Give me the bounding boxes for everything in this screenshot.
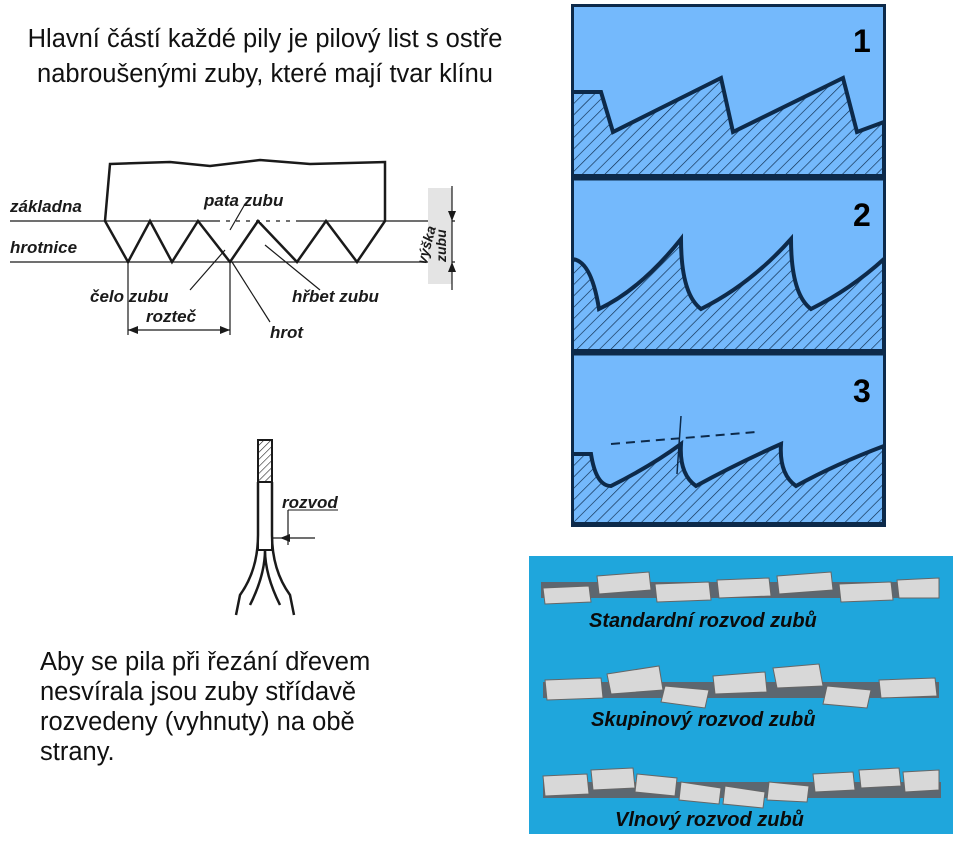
standard-set-strip [541,571,940,605]
profile-number-1: 1 [853,23,871,59]
caption-standard: Standardní rozvod zubů [589,610,817,632]
label-zubu: zubu [433,229,449,263]
description-text: Aby se pila při řezání dřevem nesvírala … [40,648,371,766]
profile-number-3: 3 [853,373,871,409]
tooth-set-diagram: rozvod [234,439,338,616]
label-rozvod: rozvod [282,493,338,512]
label-pata-zubu: pata zubu [203,191,284,210]
caption-wave: Vlnový rozvod zubů [615,809,804,831]
label-roztec: rozteč [146,307,197,326]
tooth-profiles-panel: 1 2 3 [571,4,886,527]
caption-group: Skupinový rozvod zubů [591,709,815,731]
wave-set-strip [542,767,941,809]
label-hrot: hrot [270,323,304,342]
page-title: Hlavní částí každé pily je pilový list s… [27,25,503,88]
label-hrotnice: hrotnice [10,238,77,257]
label-zakladna: základna [9,197,82,216]
tooth-set-types-panel: Standardní rozvod zubů Skupinový rozvod … [529,556,953,834]
group-set-strip [543,663,939,709]
profile-number-2: 2 [853,197,871,233]
label-celo-zubu: čelo zubu [90,287,169,306]
tooth-anatomy-diagram: základna pata zubu hrotnice čelo zubu hř… [9,158,456,342]
label-hrbet-zubu: hřbet zubu [292,287,379,306]
